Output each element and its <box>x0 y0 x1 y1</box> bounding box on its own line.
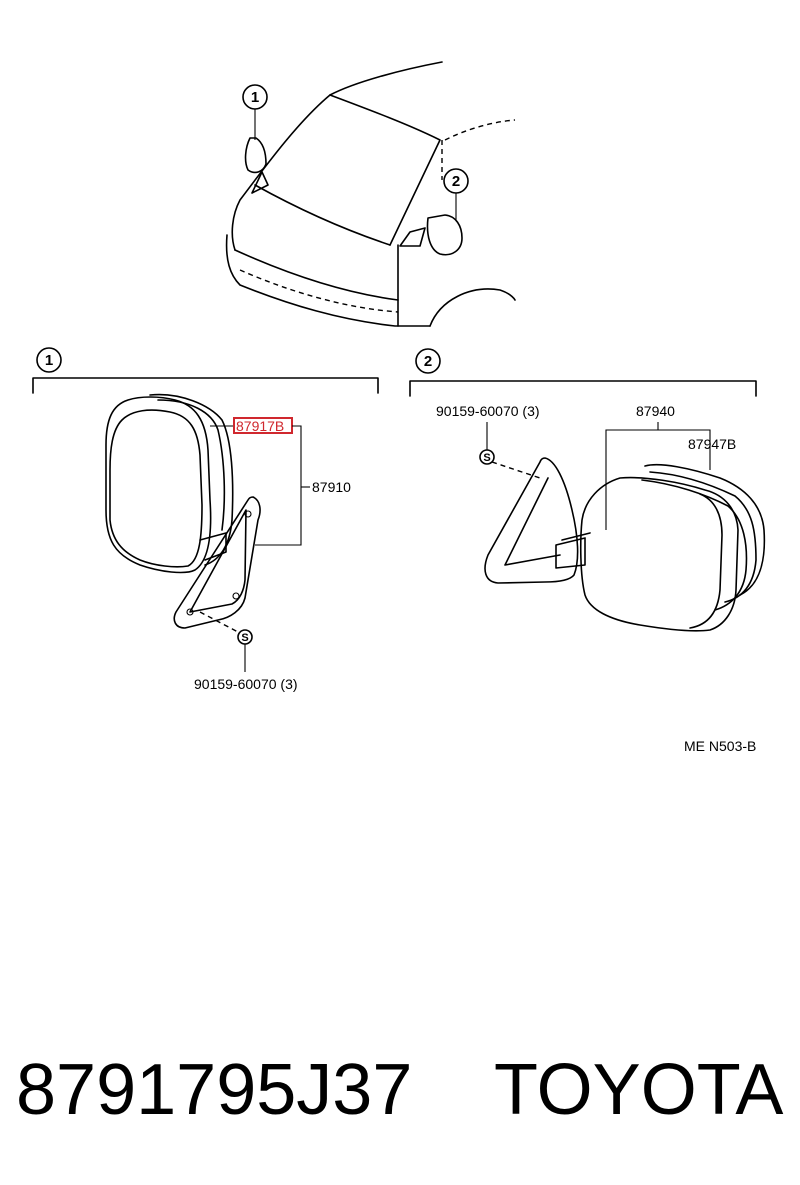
brand-name: TOYOTA <box>494 1050 784 1130</box>
overview-callout-2: 2 <box>443 168 469 220</box>
overview-callout-1-label: 1 <box>251 89 259 106</box>
part-number: 8791795J37 <box>16 1050 413 1130</box>
overview-callout-1: 1 <box>242 84 268 140</box>
section-1-header: 1 <box>32 347 379 394</box>
right-screw-s-mark: S <box>483 452 490 464</box>
overview-callout-2-label: 2 <box>452 173 460 190</box>
right-part-labels: 90159-60070 (3) S 87940 87947B <box>436 403 736 530</box>
part-label-87940: 87940 <box>636 403 675 419</box>
part-label-87947b: 87947B <box>688 436 736 452</box>
diagram-reference-code: ME N503-B <box>684 738 756 754</box>
part-label-87910: 87910 <box>312 479 351 495</box>
part-label-left-screw: 90159-60070 (3) <box>194 676 298 692</box>
vehicle-outline <box>225 61 516 327</box>
right-mirror-assembly <box>484 457 766 632</box>
left-mirror-assembly <box>105 393 261 633</box>
part-label-87917b: 87917B <box>236 418 284 434</box>
part-footer: 8791795J37 TOYOTA <box>0 1040 800 1140</box>
section-2-header: 2 <box>409 348 757 397</box>
left-screw-s-mark: S <box>241 632 248 644</box>
left-part-labels: 87917B 87910 S 90159-60070 (3) <box>194 417 351 692</box>
part-label-right-screw: 90159-60070 (3) <box>436 403 540 419</box>
parts-diagram: 1 2 1 2 87917B <box>32 61 766 754</box>
section-2-number: 2 <box>424 353 432 370</box>
section-1-number: 1 <box>45 352 53 369</box>
